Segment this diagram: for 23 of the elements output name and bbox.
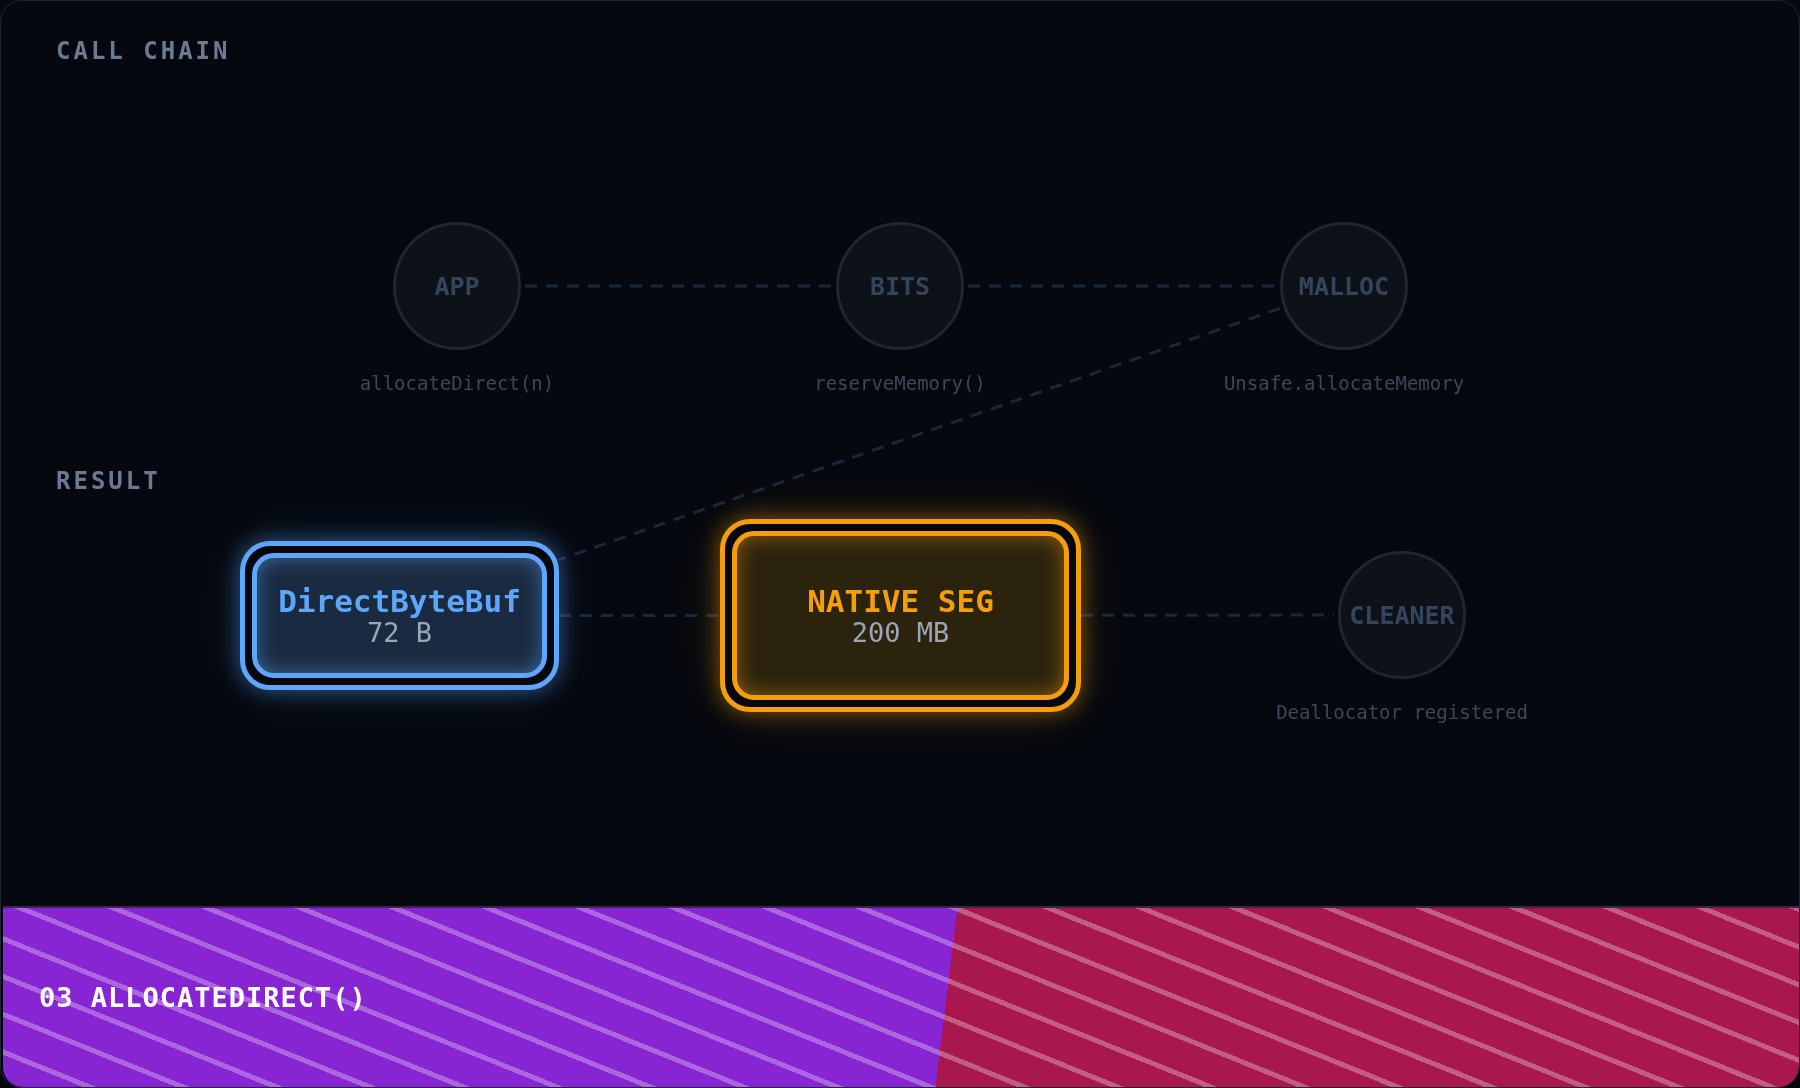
section-heading: CALL CHAIN	[56, 37, 231, 65]
connector-line	[1081, 613, 1334, 617]
box-size: 72 B	[367, 617, 432, 648]
memory-box	[720, 519, 1081, 712]
connector-line	[525, 284, 832, 288]
section-heading: RESULT	[56, 467, 161, 495]
connector-line	[559, 614, 720, 617]
node-label: MALLOC	[1298, 271, 1390, 301]
node-label: BITS	[869, 271, 931, 301]
node-label: CLEANER	[1349, 600, 1455, 630]
title-band	[3, 906, 1799, 1087]
box-title: NATIVE SEG	[807, 583, 994, 618]
memory-box	[240, 541, 559, 690]
connector-line	[968, 284, 1276, 288]
box-title: DirectByteBuf	[278, 583, 521, 618]
node-label: APP	[434, 271, 480, 301]
connector-line	[558, 307, 1281, 562]
node-caption: allocateDirect(n)	[359, 372, 555, 394]
box-size: 200 MB	[851, 617, 950, 648]
node-caption: reserveMemory()	[814, 372, 986, 394]
node-caption: Deallocator registered	[1276, 701, 1528, 723]
node-caption: Unsafe.allocateMemory	[1223, 372, 1465, 394]
band-title: 03 ALLOCATEDIRECT()	[39, 982, 367, 1013]
